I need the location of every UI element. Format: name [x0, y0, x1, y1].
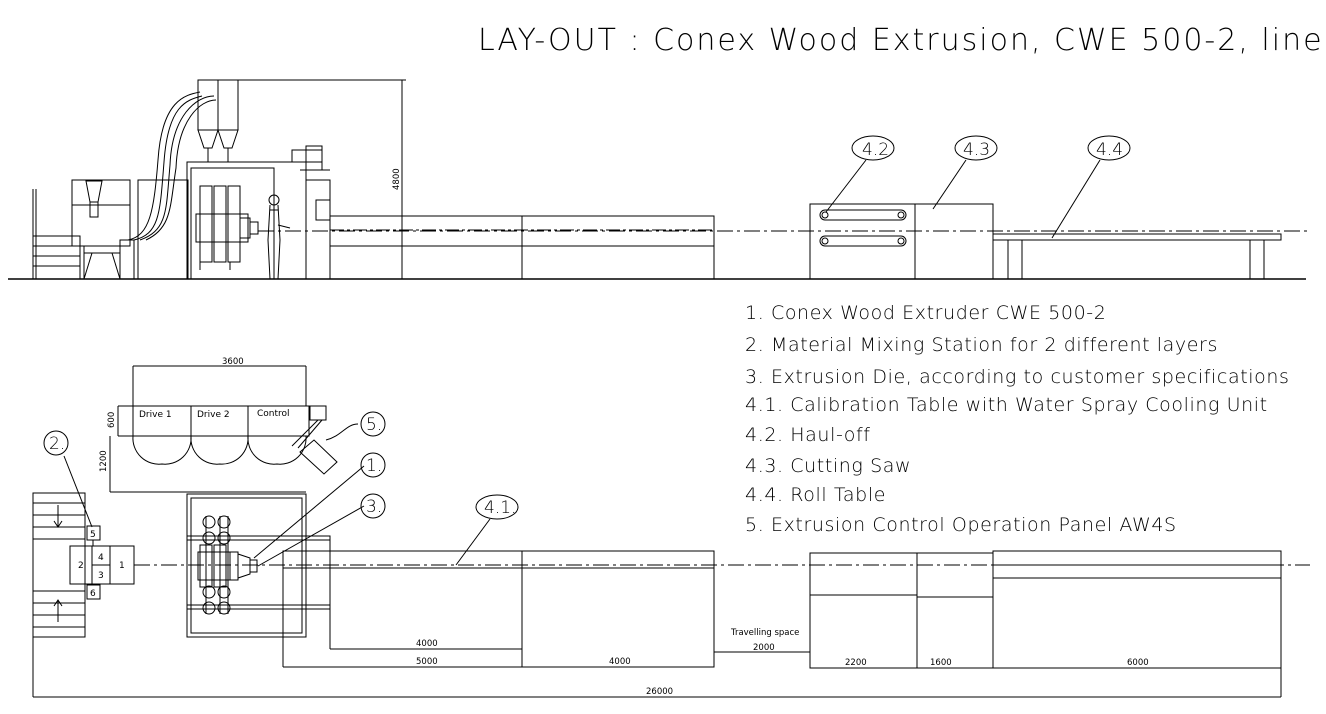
mixer-label-3: 3: [98, 571, 104, 581]
mixer-label-6: 6: [90, 589, 96, 599]
extruder-elevation: [137, 145, 331, 280]
calibration-table-elevation: [329, 215, 715, 280]
dim-6000: 6000: [1127, 658, 1149, 668]
legend-item: 5. Extrusion Control Operation Panel AW4…: [745, 514, 1177, 536]
plan-view: [32, 365, 1310, 698]
mixer-label-2: 2: [78, 561, 84, 571]
dim-2000: 2000: [753, 643, 775, 653]
callout-4-4: 4.4: [1096, 140, 1123, 160]
mixer-label-5: 5: [90, 530, 96, 540]
mixer-label-4: 4: [98, 553, 104, 563]
legend-item: 2. Material Mixing Station for 2 differe…: [745, 334, 1218, 356]
callout-5: 5.: [366, 415, 382, 435]
plan-dimensions: [32, 406, 1282, 698]
control-label: Control: [257, 409, 290, 419]
roll-table-elevation: [992, 233, 1282, 279]
legend-item: 4.3. Cutting Saw: [745, 455, 911, 477]
legend-item: 4.2. Haul-off: [745, 424, 871, 446]
dim-travelling-label: Travelling space: [730, 628, 799, 638]
panel-labels: Drive 1 Drive 2 Control: [139, 409, 290, 420]
drive-2-label: Drive 2: [197, 410, 230, 420]
callout-4-2: 4.2: [862, 140, 889, 160]
callout-shapes: [43, 135, 1131, 520]
downstream-plan: [809, 550, 1282, 669]
dimension-labels: 4800 3600 600 1200 4000 5000 4000 Travel…: [99, 168, 1149, 697]
control-cabinet-plan: [109, 365, 359, 493]
dim-panel-width: 3600: [222, 357, 244, 367]
extruder-plan: [186, 493, 331, 638]
dim-1600: 1600: [930, 658, 952, 668]
dim-5000: 5000: [416, 657, 438, 667]
drive-1-label: Drive 1: [139, 410, 172, 420]
drawing-title: LAY-OUT : Conex Wood Extrusion, CWE 500-…: [478, 23, 1324, 58]
callout-4-1: 4.1.: [484, 498, 516, 518]
legend: 1. Conex Wood Extruder CWE 500-2 2. Mate…: [745, 302, 1290, 536]
callout-2: 2.: [49, 434, 65, 454]
dim-panel-clearance: 1200: [99, 450, 109, 472]
dim-panel-depth: 600: [107, 412, 117, 428]
mixer-label-1: 1: [119, 561, 125, 571]
callout-1: 1.: [366, 456, 382, 476]
legend-item: 4.1. Calibration Table with Water Spray …: [745, 394, 1268, 416]
mixing-station-elevation: [32, 179, 135, 280]
hauloff-saw-elevation: [809, 203, 994, 280]
dim-4000-b: 4000: [609, 657, 631, 667]
legend-item: 4.4. Roll Table: [745, 484, 886, 506]
mixer-box-labels: 5 4 2 3 1 6: [78, 530, 125, 599]
calibration-table-plan: [282, 540, 715, 668]
legend-item: 1. Conex Wood Extruder CWE 500-2: [745, 302, 1106, 324]
side-elevation: [8, 79, 1310, 280]
dim-total: 26000: [646, 687, 673, 697]
callout-4-3: 4.3: [963, 140, 990, 160]
dim-4000-a: 4000: [416, 639, 438, 649]
callout-labels: 4.2 4.3 4.4 2. 5. 1. 3. 4.1.: [49, 140, 1123, 518]
feed-hoses: [127, 91, 217, 241]
legend-item: 3. Extrusion Die, according to customer …: [745, 366, 1290, 388]
silos: [197, 79, 403, 162]
dim-height: 4800: [392, 168, 402, 190]
callout-3: 3.: [366, 497, 382, 517]
dim-2200: 2200: [845, 658, 867, 668]
